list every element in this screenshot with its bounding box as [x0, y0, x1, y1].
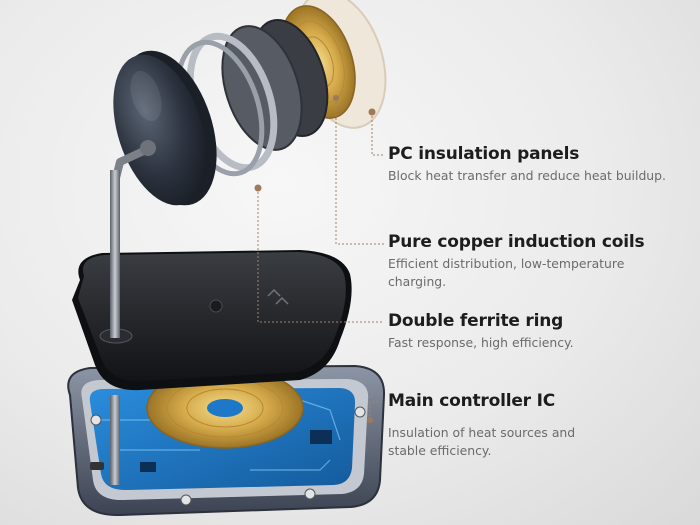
- feature-description: Block heat transfer and reduce heat buil…: [388, 168, 666, 183]
- callout-lines: [254, 95, 384, 423]
- feature-description: Efficient distribution, low-temperature …: [388, 256, 625, 289]
- feature-title: Main controller IC: [388, 391, 555, 411]
- charging-base: [67, 364, 386, 517]
- feature-ferrite-ring: Double ferrite ring Fast response, high …: [388, 310, 688, 352]
- stand-rod: [110, 200, 120, 338]
- feature-description: Fast response, high efficiency.: [388, 335, 574, 350]
- feature-title: Double ferrite ring: [388, 311, 564, 331]
- charging-pad: [72, 250, 352, 391]
- feature-description: Insulation of heat sources and stable ef…: [388, 425, 576, 458]
- feature-title: PC insulation panels: [388, 144, 580, 164]
- feature-pc-insulation: PC insulation panels Block heat transfer…: [388, 143, 688, 185]
- base-copper-coil: [146, 367, 304, 449]
- feature-title: Pure copper induction coils: [388, 232, 645, 252]
- magnetic-charging-disc: [113, 50, 217, 206]
- grey-plate: [221, 25, 303, 151]
- feature-controller-ic: Main controller IC Insulation of heat so…: [388, 390, 598, 460]
- feature-copper-coils: Pure copper induction coils Efficient di…: [388, 231, 650, 291]
